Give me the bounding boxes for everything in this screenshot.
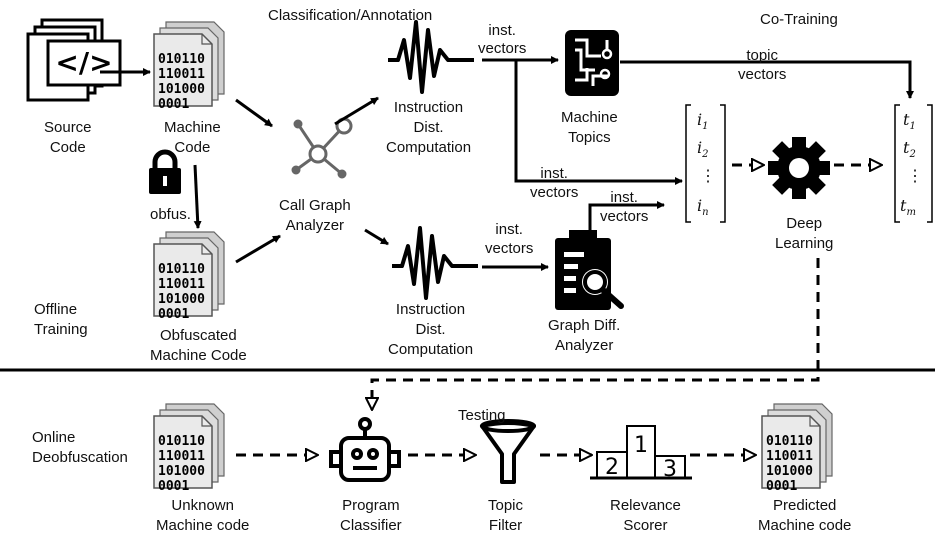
vector-t-entry-2: t2: [903, 138, 916, 161]
svg-text:110011: 110011: [158, 449, 205, 464]
machine-code-label: Machine Code: [164, 119, 221, 156]
svg-text:</>: </>: [55, 46, 112, 79]
obfuscated-code-icon: 010110 110011 101000 0001: [153, 231, 225, 322]
machine-topics-label: Machine Topics: [561, 109, 618, 146]
clipboard-search-icon: [555, 230, 624, 310]
funnel-icon: [480, 419, 536, 484]
relevance-scorer-label: Relevance Scorer: [610, 497, 681, 534]
svg-text:110011: 110011: [766, 449, 813, 464]
testing-label: Testing: [458, 407, 506, 424]
inst-vectors-label-3: inst. vectors: [600, 189, 649, 225]
arrow-graphdiff-to-vector: [588, 201, 665, 232]
unknown-code-label: Unknown Machine code: [156, 497, 250, 534]
svg-text:110011: 110011: [158, 67, 205, 82]
vector-i-entry-1: i1: [697, 110, 709, 133]
arrow-model-to-classifier: [372, 258, 820, 410]
vector-i-brackets: [685, 104, 726, 223]
podium-2: 2: [605, 455, 619, 480]
graph-diff-label: Graph Diff. Analyzer: [548, 317, 621, 354]
svg-text:0001: 0001: [158, 307, 189, 322]
arrow-topics-to-tvector: [620, 60, 914, 99]
program-classifier-label: Program Classifier: [340, 497, 402, 534]
arrow-callgraph-to-dist2: [364, 228, 389, 246]
svg-text:010110: 010110: [158, 434, 205, 449]
svg-text:110011: 110011: [158, 277, 205, 292]
instruction-dist-label-1: Instruction Dist. Computation: [386, 99, 472, 156]
deep-learning-label: Deep Learning: [775, 215, 834, 252]
vector-t-entry-4: tm: [900, 196, 916, 219]
call-graph-icon: [291, 117, 353, 179]
obfus-label: obfus.: [150, 206, 191, 223]
svg-text:010110: 010110: [766, 434, 813, 449]
svg-text:010110: 010110: [158, 262, 205, 277]
vector-i-entry-2: i2: [697, 138, 709, 161]
source-code-icon: </>: [26, 18, 122, 102]
obfuscated-code-label: Obfuscated Machine Code: [150, 327, 247, 364]
vector-t-brackets: [894, 104, 933, 223]
vector-t-entry-1: t1: [903, 110, 916, 133]
podium-1: 1: [634, 433, 648, 458]
podium-3: 3: [663, 457, 677, 482]
vector-i-entry-3: ⋮: [700, 166, 716, 185]
waveform-icon-2: [392, 226, 478, 300]
vector-i-entry-4: in: [697, 196, 709, 219]
gear-icon: [768, 137, 830, 199]
offline-training-label: Offline Training: [34, 301, 88, 338]
svg-text:101000: 101000: [766, 464, 813, 479]
machine-code-icon: 010110 110011 101000 0001: [153, 21, 225, 112]
arrow-machine-to-callgraph: [235, 98, 273, 128]
predicted-code-label: Predicted Machine code: [758, 497, 852, 534]
online-deobfuscation-label: Online Deobfuscation: [32, 429, 128, 466]
svg-text:101000: 101000: [158, 292, 205, 307]
chip-icon: [565, 30, 619, 96]
arrow-obfus: [193, 164, 202, 229]
svg-text:101000: 101000: [158, 464, 205, 479]
instruction-dist-label-2: Instruction Dist. Computation: [388, 301, 474, 358]
svg-text:0001: 0001: [158, 97, 189, 112]
topic-vectors-label: topic vectors: [738, 47, 787, 83]
arrow-dist1-to-vector: [514, 60, 683, 185]
inst-vectors-label-4: inst. vectors: [485, 221, 534, 257]
lock-icon: [149, 149, 181, 194]
topic-filter-label: Topic Filter: [488, 497, 524, 534]
predicted-code-icon: 010110 110011 101000 0001: [761, 403, 833, 494]
svg-text:0001: 0001: [766, 479, 797, 494]
call-graph-label: Call Graph Analyzer: [279, 197, 351, 234]
svg-text:101000: 101000: [158, 82, 205, 97]
source-code-label: Source Code: [44, 119, 92, 156]
vector-t-entry-3: ⋮: [907, 166, 923, 185]
inst-vectors-label-1: inst. vectors: [478, 22, 527, 57]
arrow-callgraph-to-dist1: [334, 96, 379, 126]
podium-icon: [590, 425, 692, 480]
arrow-obfuscated-to-callgraph: [235, 234, 281, 264]
unknown-code-icon: 010110 110011 101000 0001: [153, 403, 225, 494]
svg-text:0001: 0001: [158, 479, 189, 494]
robot-icon: [329, 417, 401, 482]
binary-text: 010110: [158, 52, 205, 67]
waveform-icon: [388, 20, 474, 94]
classification-label: Classification/Annotation: [268, 7, 433, 24]
inst-vectors-label-2: inst. vectors: [530, 165, 579, 201]
cotraining-label: Co-Training: [760, 11, 838, 28]
